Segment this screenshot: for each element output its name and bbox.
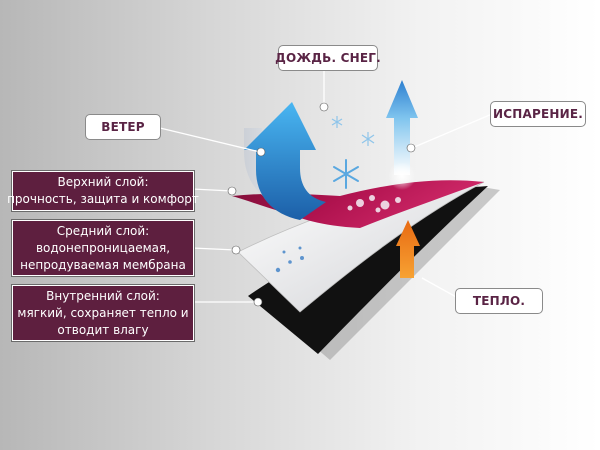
inner-layer-desc-1: мягкий, сохраняет тепло и (17, 305, 189, 320)
water-drop-icon (347, 195, 401, 213)
inner-layer-desc-2: отводит влагу (57, 322, 149, 337)
inner-layer-title: Внутренний слой: (46, 288, 160, 303)
connector-dots (227, 102, 416, 307)
wind-arrow-icon (244, 102, 326, 220)
snowflake-icon (333, 159, 359, 189)
label-wind: ВЕТЕР (85, 114, 161, 140)
middle-layer-desc-2: непродуваемая мембрана (20, 257, 186, 272)
inner-layer (248, 186, 488, 354)
heat-arrow-icon (396, 220, 420, 278)
outer-layer-desc: прочность, защита и комфорт (7, 192, 199, 206)
vapor-arrow-icon (386, 80, 418, 175)
outer-layer-label: Верхний слой: прочность, защита и комфор… (7, 171, 199, 211)
snowflake-small-icon (331, 116, 375, 146)
label-evaporation: ИСПАРЕНИЕ. (490, 101, 586, 127)
inner-layer-label: Внутренний слой: мягкий, сохраняет тепло… (12, 285, 194, 341)
membrane-layer (237, 181, 485, 313)
outer-layer-title: Верхний слой: (57, 175, 149, 189)
middle-layer-label: Средний слой: водонепроницаемая, непроду… (12, 220, 194, 276)
vapor-glow (388, 162, 416, 190)
middle-layer-title: Средний слой: (56, 223, 150, 238)
label-heat: ТЕПЛО. (455, 288, 543, 314)
label-rain-snow: ДОЖДЬ. СНЕГ. (275, 45, 381, 71)
membrane-drops (275, 246, 304, 273)
connector-lines (159, 70, 493, 303)
middle-layer-desc-1: водонепроницаемая, (35, 240, 171, 255)
